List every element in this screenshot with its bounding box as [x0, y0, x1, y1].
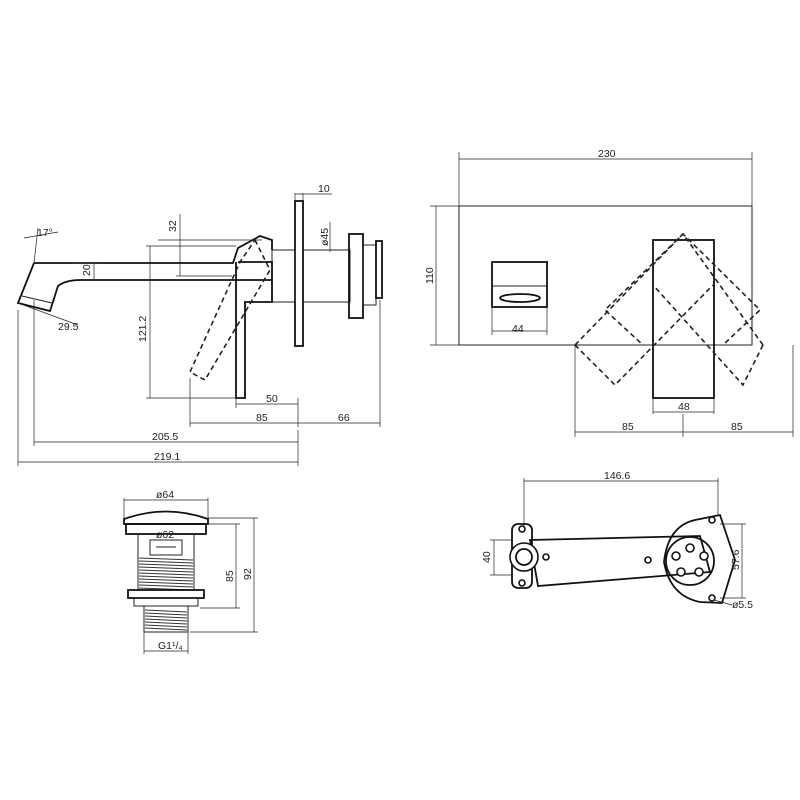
thread-line	[138, 572, 194, 576]
waste-cap	[123, 510, 209, 525]
spout-width-label: 44	[512, 323, 524, 335]
thread-line	[138, 560, 194, 564]
swing-right-label: 85	[731, 421, 743, 433]
waste-mechanism	[149, 539, 183, 556]
dim-29-5-line	[17, 302, 79, 326]
thread-label: G1¹/₄	[158, 640, 183, 652]
thread-line	[144, 624, 188, 628]
handle-width-label: 48	[678, 401, 690, 413]
height-overall-label: 92	[242, 568, 254, 580]
cartridge-port-2-icon	[699, 551, 709, 561]
waste-thread-group	[138, 557, 194, 631]
tip-angle-label: 29.5	[58, 321, 79, 333]
thread-line	[138, 563, 194, 567]
left-top-hole-icon	[518, 525, 526, 533]
lever-swing-right	[603, 232, 764, 346]
spout-top-edge	[34, 235, 273, 264]
height-label: 121.2	[137, 316, 149, 342]
dim-5-5-leader	[713, 599, 733, 606]
lever-dashed-alt	[188, 238, 271, 382]
thread-line	[138, 578, 194, 582]
cartridge-port-5-icon	[671, 551, 681, 561]
lever-swing-left-lower	[574, 284, 714, 387]
waste-washer	[133, 597, 199, 607]
wall-plate-profile	[294, 200, 304, 347]
waste-tail	[143, 606, 189, 633]
thread-line	[138, 566, 194, 570]
right-top-hole-icon	[708, 516, 716, 524]
angle-top-label: 17°	[37, 227, 53, 239]
right-bottom-hole-icon	[708, 594, 716, 602]
cartridge-port-4-icon	[676, 567, 686, 577]
right-cartridge-ring	[665, 536, 715, 586]
cap-diameter-label: ø64	[156, 489, 174, 501]
thread-line	[138, 569, 194, 573]
depth-right-label: 66	[338, 412, 350, 424]
waste-view: ø64 ø62 85 92 G1¹/₄	[123, 489, 258, 654]
thread-line	[138, 575, 194, 579]
lever-swing-left	[574, 232, 762, 346]
lever-solid	[235, 261, 273, 399]
lever-width-label: 50	[266, 393, 278, 405]
thread-line	[144, 621, 188, 625]
height-inner-label: 85	[224, 570, 236, 582]
swing-left-label: 85	[622, 421, 634, 433]
left-connection-core	[515, 548, 533, 566]
thread-line	[144, 609, 188, 613]
thread-line	[144, 618, 188, 622]
thread-line	[138, 581, 194, 585]
left-height-label: 40	[481, 551, 493, 563]
angle-vertical	[33, 227, 39, 264]
arm-hole-icon	[644, 556, 652, 564]
front-view: 44 230 110 48 85 85	[424, 148, 794, 437]
plate-height-label: 110	[424, 267, 436, 284]
waste-flange	[125, 523, 207, 535]
bracket-arm	[528, 535, 712, 587]
handle-hub	[348, 233, 364, 319]
thread-line	[144, 612, 188, 616]
thread-line	[144, 627, 188, 631]
plate-thickness-label: 10	[318, 183, 330, 195]
thread-line	[138, 584, 194, 588]
handle-cap	[375, 240, 383, 299]
overall-length-label: 219.1	[154, 451, 180, 463]
spout-projection-label: 205.5	[152, 431, 178, 443]
depth-left-label: 85	[256, 412, 268, 424]
left-side-hole-icon	[542, 553, 550, 561]
spout-outlet	[491, 261, 548, 308]
centers-label: 146.6	[604, 470, 630, 482]
thread-line	[144, 615, 188, 619]
wall-plate-front	[458, 205, 753, 346]
spout-tip-line	[21, 295, 53, 304]
thread-line	[138, 557, 194, 561]
handle-stem	[303, 249, 351, 303]
side-view: 17° 20 29.5 32 ø45 10 121.2 50	[16, 183, 383, 466]
cartridge-port-1-icon	[685, 543, 695, 553]
handle-offset-label: 32	[167, 220, 179, 232]
lever-front	[652, 239, 715, 399]
spout-height-label: 20	[81, 264, 93, 276]
spout-bottom-edge	[16, 262, 272, 313]
aerator-icon	[499, 293, 541, 303]
body-block	[271, 249, 296, 303]
bracket-right-body	[663, 513, 736, 604]
waste-locknut	[127, 589, 205, 599]
plate-width-label: 230	[598, 148, 616, 160]
left-bottom-hole-icon	[518, 579, 526, 587]
left-connection-ring	[509, 542, 539, 572]
angle-ref-line	[23, 231, 59, 239]
right-height-label: 57.6	[730, 549, 742, 570]
body-diameter-label: ø62	[156, 529, 174, 541]
hole-diameter-label: ø5.5	[732, 599, 753, 611]
handle-cross	[362, 244, 377, 306]
handle-diameter-label: ø45	[319, 228, 331, 246]
bracket-view: 146.6 40 57.6 ø5.5	[481, 470, 753, 611]
lever-swing-right-lower	[652, 284, 764, 387]
cartridge-port-3-icon	[694, 567, 704, 577]
